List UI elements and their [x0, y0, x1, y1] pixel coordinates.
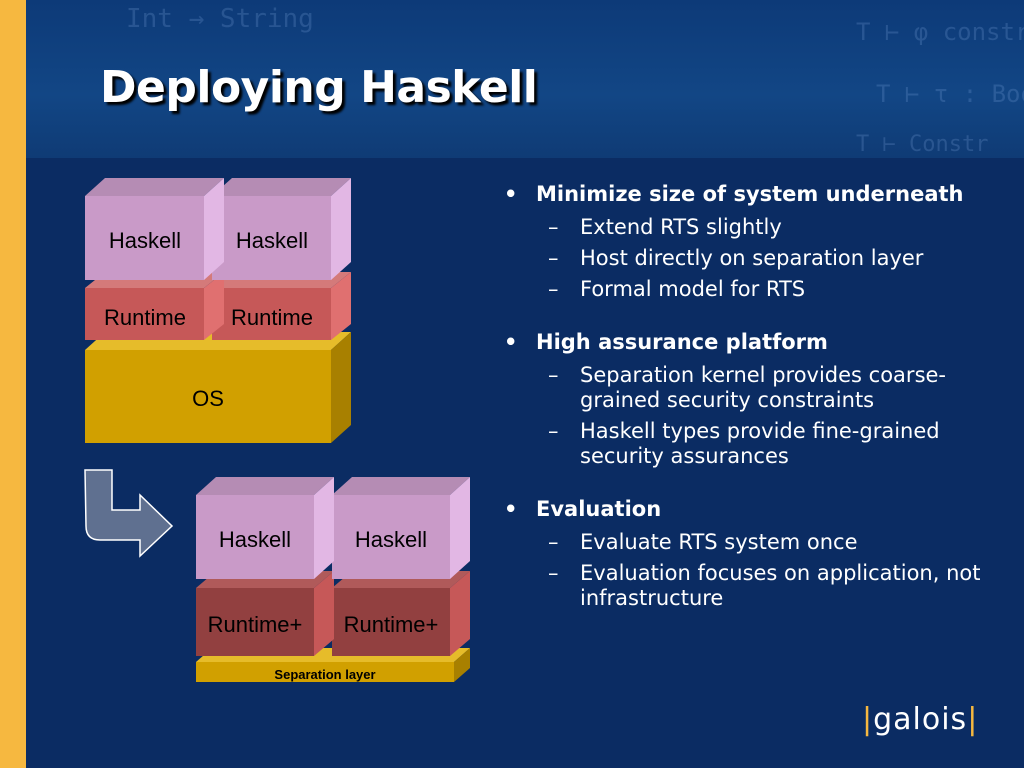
bullet-marker: •: [504, 497, 518, 521]
runtime-label: Runtime: [104, 305, 186, 330]
sub-bullet-text: Extend RTS slightly: [580, 215, 782, 239]
bullet-item: • High assurance platform: [500, 328, 1000, 357]
separation-label: Separation layer: [274, 667, 375, 682]
bullet-list: • Minimize size of system underneath –Ex…: [500, 180, 1000, 637]
sub-bullet-marker: –: [548, 530, 559, 554]
haskell-block-left: Haskell: [85, 178, 224, 280]
runtime-label: Runtime: [231, 305, 313, 330]
sub-bullet-text: Host directly on separation layer: [580, 246, 924, 270]
bullet-item: • Minimize size of system underneath: [500, 180, 1000, 209]
haskell-block-left: Haskell: [196, 477, 334, 579]
sub-bullet-item: –Extend RTS slightly: [500, 215, 1000, 240]
bullet-text: Evaluation: [536, 497, 662, 521]
background-code-text: T ⊢ Constr: [856, 132, 989, 157]
sub-bullet-text: Haskell types provide fine-grained secur…: [580, 419, 940, 468]
sub-bullet-marker: –: [548, 215, 559, 239]
runtime-plus-label: Runtime+: [344, 612, 439, 637]
sub-bullet-item: –Haskell types provide fine-grained secu…: [500, 419, 1000, 469]
background-code-text: T ⊢ φ constr: [856, 18, 1024, 46]
sub-bullet-text: Separation kernel provides coarse-graine…: [580, 363, 947, 412]
left-accent-stripe: [0, 0, 26, 768]
runtime-plus-block-left: Runtime+: [196, 571, 334, 656]
haskell-block-right: Haskell: [212, 178, 351, 280]
bullet-group: • Evaluation –Evaluate RTS system once –…: [500, 495, 1000, 611]
background-code-text: T ⊢ τ : Boo: [876, 80, 1024, 108]
sub-bullet-marker: –: [548, 277, 559, 301]
haskell-block-right: Haskell: [332, 477, 470, 579]
slide-title: Deploying Haskell: [100, 62, 538, 113]
runtime-plus-block-right: Runtime+: [332, 571, 470, 656]
bullet-marker: •: [504, 182, 518, 206]
runtime-plus-label: Runtime+: [208, 612, 303, 637]
bullet-text: High assurance platform: [536, 330, 828, 354]
haskell-label: Haskell: [109, 228, 181, 253]
background-code-text: Int → String: [126, 4, 314, 34]
sub-bullet-item: –Evaluation focuses on application, not …: [500, 561, 1000, 611]
sub-bullet-item: –Formal model for RTS: [500, 277, 1000, 302]
bullet-item: • Evaluation: [500, 495, 1000, 524]
sub-bullet-text: Evaluate RTS system once: [580, 530, 858, 554]
haskell-label: Haskell: [236, 228, 308, 253]
sub-bullet-text: Evaluation focuses on application, not i…: [580, 561, 981, 610]
haskell-label: Haskell: [219, 527, 291, 552]
transition-arrow-icon: [84, 469, 174, 558]
os-label: OS: [192, 386, 224, 411]
logo-text: galois: [873, 702, 968, 737]
sub-bullet-item: –Evaluate RTS system once: [500, 530, 1000, 555]
sub-bullet-text: Formal model for RTS: [580, 277, 806, 301]
sub-bullet-item: –Host directly on separation layer: [500, 246, 1000, 271]
header-band: Int → String T ⊢ φ constr T ⊢ τ : Boo T …: [26, 0, 1024, 158]
bullet-group: • High assurance platform –Separation ke…: [500, 328, 1000, 469]
runtime-block-right: Runtime: [212, 272, 351, 340]
bullet-marker: •: [504, 330, 518, 354]
sub-bullet-marker: –: [548, 363, 559, 387]
galois-logo: |galois|: [862, 702, 978, 737]
logo-bar-right: |: [967, 702, 979, 737]
sub-bullet-marker: –: [548, 246, 559, 270]
runtime-block-left: Runtime: [85, 272, 224, 340]
sub-bullet-marker: –: [548, 561, 559, 585]
sub-bullet-item: –Separation kernel provides coarse-grain…: [500, 363, 1000, 413]
logo-bar-left: |: [862, 702, 874, 737]
bullet-group: • Minimize size of system underneath –Ex…: [500, 180, 1000, 302]
sub-bullet-marker: –: [548, 419, 559, 443]
haskell-label: Haskell: [355, 527, 427, 552]
os-block: OS: [85, 332, 351, 443]
bullet-text: Minimize size of system underneath: [536, 182, 964, 206]
